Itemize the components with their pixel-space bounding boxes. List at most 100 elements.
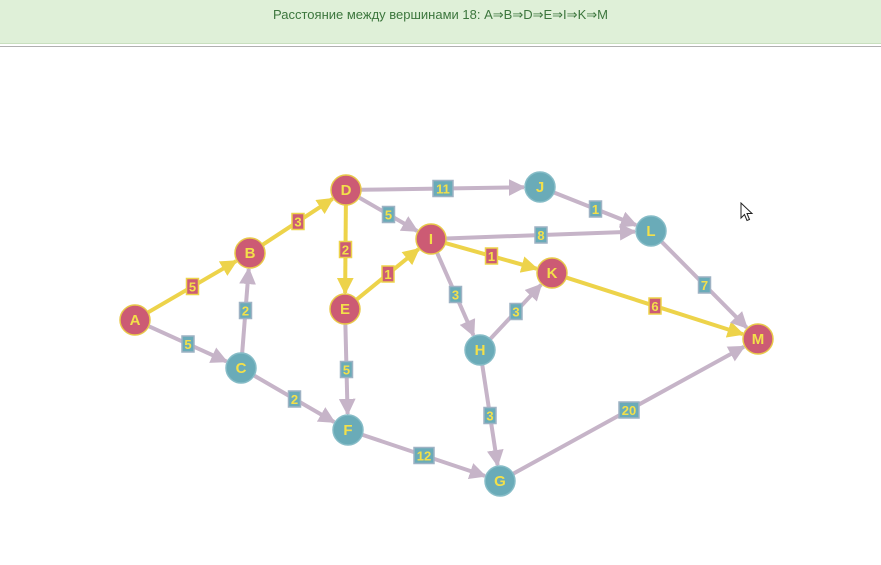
node-F[interactable]: F (332, 414, 364, 446)
node-label: J (536, 179, 544, 196)
edge-weight-box (432, 179, 454, 198)
edge-weight-A-B: 5 (185, 277, 200, 296)
edge-weight-text: 1 (488, 249, 495, 264)
node-circle[interactable] (524, 171, 556, 203)
node-circle[interactable] (119, 304, 151, 336)
node-circle[interactable] (464, 334, 496, 366)
edge-weight-J-L: 1 (588, 200, 603, 218)
edge-weight-K-M: 6 (648, 297, 662, 315)
edge-weight-F-G: 12 (413, 446, 435, 465)
node-label: E (340, 301, 350, 318)
node-label: F (343, 422, 352, 439)
edge-weight-text: 5 (343, 363, 350, 378)
edge-weight-D-E: 2 (338, 240, 353, 259)
edge-weight-D-I: 5 (381, 205, 396, 224)
node-D[interactable]: D (330, 174, 362, 206)
edge-weight-C-B: 2 (238, 301, 253, 320)
node-label: B (245, 245, 256, 262)
edge-weight-box (413, 446, 435, 465)
node-circle[interactable] (234, 237, 266, 269)
edge-weight-I-K: 1 (484, 247, 499, 265)
edge-weight-text: 2 (291, 392, 298, 407)
edge-weight-C-F: 2 (287, 390, 302, 408)
edge-weight-box (287, 390, 302, 408)
edge-weight-text: 5 (189, 280, 196, 295)
edge-weight-text: 3 (452, 288, 459, 303)
edge-weight-B-D: 3 (291, 212, 305, 231)
edge-weight-text: 8 (537, 228, 544, 243)
edge-weight-box (483, 406, 497, 425)
edge-weight-H-K: 3 (509, 302, 523, 321)
edge-weight-H-G: 3 (483, 406, 497, 425)
edge-weight-A-C: 5 (181, 335, 195, 353)
node-label: H (475, 342, 486, 359)
node-M[interactable]: M (742, 323, 774, 355)
edge-weight-text: 5 (184, 337, 191, 352)
node-circle[interactable] (330, 174, 362, 206)
edge-weight-text: 1 (592, 202, 599, 217)
status-banner: Расстояние между вершинами 18: A⇒B⇒D⇒E⇒I… (0, 0, 881, 44)
node-L[interactable]: L (635, 215, 667, 247)
node-label: M (752, 331, 765, 348)
node-circle[interactable] (329, 293, 361, 325)
node-B[interactable]: B (234, 237, 266, 269)
nodes-layer: A B C D E F G H I J K L M (119, 171, 774, 497)
node-circle[interactable] (635, 215, 667, 247)
edge-weight-box (697, 276, 712, 294)
edge-weight-text: 2 (242, 304, 249, 319)
edge-weight-text: 12 (417, 449, 431, 464)
edge-weight-text: 3 (512, 305, 519, 320)
edge-weight-box (448, 285, 463, 304)
node-I[interactable]: I (415, 223, 447, 255)
edge-weight-D-J: 11 (432, 179, 454, 198)
edge-weight-text: 20 (622, 403, 636, 418)
edge-weight-box (291, 212, 305, 231)
edge-weight-box (185, 277, 200, 296)
distance-message: Расстояние между вершинами 18: A⇒B⇒D⇒E⇒I… (273, 6, 608, 22)
node-circle[interactable] (742, 323, 774, 355)
arrow-cursor-icon (740, 202, 754, 222)
edge-weight-box (648, 297, 662, 315)
edge-weight-text: 6 (651, 299, 658, 314)
edge-weight-box (381, 265, 395, 283)
node-label: I (429, 231, 433, 248)
node-G[interactable]: G (484, 465, 516, 497)
edge-weight-text: 11 (436, 182, 450, 197)
edge-weight-box (381, 205, 396, 224)
edge-weight-E-I: 1 (381, 265, 395, 283)
edge-weight-box (181, 335, 195, 353)
node-label: K (547, 265, 558, 282)
node-K[interactable]: K (536, 257, 568, 289)
edge-weight-text: 7 (701, 278, 708, 293)
edge-weight-L-M: 7 (697, 276, 712, 294)
node-label: C (236, 360, 247, 377)
node-J[interactable]: J (524, 171, 556, 203)
edge-weight-box (338, 240, 353, 259)
edge-weight-box (238, 301, 253, 320)
node-circle[interactable] (536, 257, 568, 289)
edge-weight-G-M: 20 (618, 401, 640, 419)
edge-weight-text: 1 (384, 267, 391, 282)
node-label: G (494, 473, 506, 490)
edge-weight-text: 3 (486, 409, 493, 424)
node-label: A (130, 312, 141, 329)
edge-weight-I-L: 8 (534, 226, 548, 244)
node-E[interactable]: E (329, 293, 361, 325)
edge-weight-box (509, 302, 523, 321)
header-divider (0, 46, 881, 47)
node-circle[interactable] (484, 465, 516, 497)
node-H[interactable]: H (464, 334, 496, 366)
node-label: D (341, 182, 352, 199)
node-circle[interactable] (225, 352, 257, 384)
edge-weight-box (588, 200, 603, 218)
edge-weight-I-H: 3 (448, 285, 463, 304)
edge-labels-layer: 5 5 2 3 2 11 5 2 1 5 12 1 8 1 3 3 3 6 7 20 (181, 179, 712, 465)
node-C[interactable]: C (225, 352, 257, 384)
edge-weight-box (339, 360, 354, 379)
node-label: L (646, 223, 655, 240)
node-circle[interactable] (415, 223, 447, 255)
node-A[interactable]: A (119, 304, 151, 336)
edge-weight-box (484, 247, 499, 265)
node-circle[interactable] (332, 414, 364, 446)
